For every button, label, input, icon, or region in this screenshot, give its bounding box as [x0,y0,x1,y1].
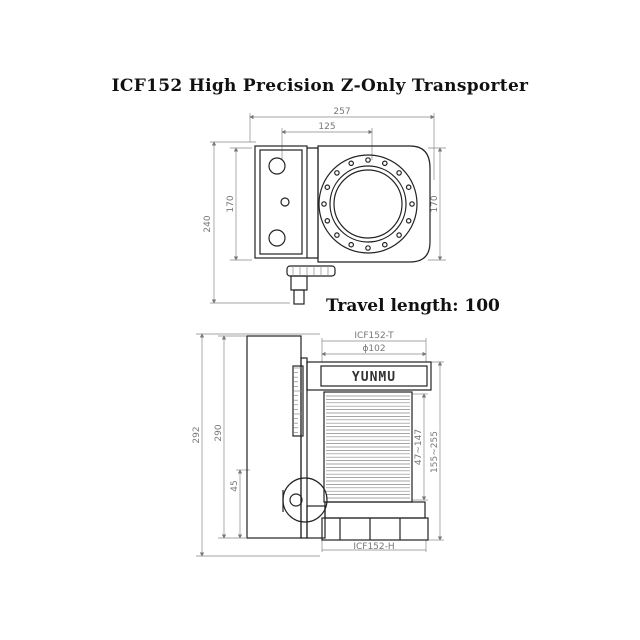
dim-text-bellows: 47~147 [414,429,424,465]
lower-carrier [324,501,426,519]
bolt-hole [405,218,412,224]
side-view: 292 290 45 ICF152-T ϕ102 [192,331,444,557]
adjust-shaft [293,289,305,305]
flange-bolt-holes [321,157,415,251]
dim-text-125: 125 [318,122,335,132]
flange-bore [329,165,407,243]
bolt-hole [381,160,388,167]
mount-plate-inner [259,149,303,255]
bolt-hole [324,218,331,224]
dim-292: 292 [192,333,320,557]
mount-hole-bottom [268,229,286,247]
bolt-hole [348,160,355,167]
bolt-hole [365,245,371,251]
flange-bore-inner [333,169,403,239]
bolt-hole [405,184,412,191]
bolt-hole [324,184,331,191]
mount-hole-top [268,157,286,175]
dim-text-290: 290 [214,424,224,441]
dim-text-240: 240 [203,215,213,232]
bellows-convolutions [326,395,410,499]
bolt-hole [334,232,340,238]
mount-plate [254,145,308,259]
top-view: 257 125 240 170 170 [203,107,446,305]
bolt-hole [365,157,371,163]
scale-ticks [294,367,302,433]
guide-rail [300,357,308,539]
connector-body [307,147,319,259]
adjust-knob [286,265,336,277]
bolt-hole [334,170,340,176]
bolt-hole [321,201,327,207]
dim-text-45: 45 [230,480,240,491]
brand-logo: YUNMU [352,370,396,385]
dim-257: 257 [249,107,435,180]
dim-diameter: ϕ102 [321,344,427,357]
part-label-top: ICF152-T [321,331,427,362]
bolt-hole [348,241,355,248]
part-label-bottom: ICF152-H [321,540,427,552]
flange-outer-circle [318,154,418,254]
dim-125: 125 [281,122,373,160]
dim-text-170-right: 170 [430,195,440,212]
dim-bellows: 47~147 [412,393,428,501]
bottom-flange [321,517,429,541]
part-text-top: ICF152-T [354,331,394,341]
dim-290: 290 [214,335,246,539]
travel-length-label: Travel length: 100 [326,296,500,316]
flange-body [317,145,431,263]
dim-170-right: 170 [428,147,446,261]
bolt-hole [396,232,402,238]
dim-range: 155~255 [426,361,444,541]
dim-45: 45 [230,469,250,539]
dim-240: 240 [203,141,290,304]
adjust-knob-hub [290,275,308,291]
dim-text-292: 292 [192,426,202,443]
top-flange [306,361,432,391]
part-text-bottom: ICF152-H [353,542,394,552]
bolt-hole [396,170,402,176]
handwheel-hub [289,493,303,507]
drawing-title: ICF152 High Precision Z-Only Transporter [111,76,529,96]
dim-170-left: 170 [226,147,252,261]
dim-text-diameter: ϕ102 [362,344,385,354]
dim-text-range: 155~255 [430,431,440,473]
dim-text-170-left: 170 [226,195,236,212]
mount-hole-center [280,197,290,207]
travel-scale [292,365,304,437]
bolt-hole [381,241,388,248]
dim-text-257: 257 [333,107,350,117]
bolt-hole [409,201,415,207]
top-flange-inner [320,365,428,387]
